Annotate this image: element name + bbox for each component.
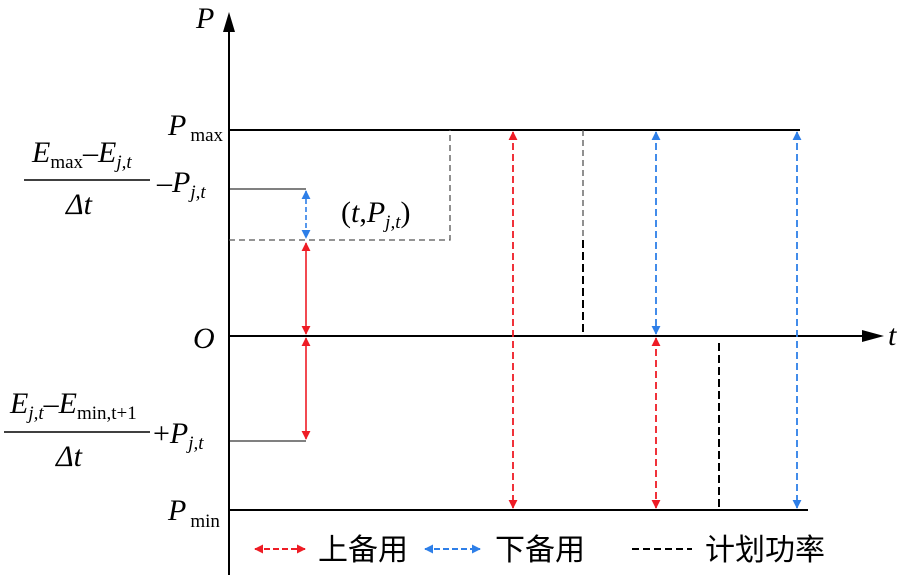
upper-bound-tail: –Pj,t xyxy=(156,166,206,203)
lower-bound-denominator: Δt xyxy=(55,440,83,473)
y-axis-arrowhead xyxy=(223,12,235,32)
legend: 上备用 下备用 计划功率 xyxy=(254,533,825,568)
legend-planned-power-label: 计划功率 xyxy=(705,533,825,568)
legend-down-reserve-label: 下备用 xyxy=(495,533,585,568)
lower-bound-expression: Ej,t–Emin,t+1 Δt +Pj,t xyxy=(4,387,204,473)
upper-bound-expression: Emax–Ej,t Δt –Pj,t xyxy=(24,136,206,221)
lower-bound-tail: +Pj,t xyxy=(153,417,204,454)
upper-bound-denominator: Δt xyxy=(65,188,93,221)
x-axis-arrowhead xyxy=(862,330,884,342)
upper-bound-numerator: Emax–Ej,t xyxy=(31,136,132,173)
lower-bound-numerator: Ej,t–Emin,t+1 xyxy=(9,387,137,424)
point-label: (t,Pj,t) xyxy=(341,196,410,233)
planned-power-path xyxy=(229,130,451,241)
x-axis-label: t xyxy=(888,319,897,352)
legend-up-reserve-label: 上备用 xyxy=(318,533,408,568)
origin-label: O xyxy=(193,322,215,355)
y-axis-label: P xyxy=(195,2,214,35)
